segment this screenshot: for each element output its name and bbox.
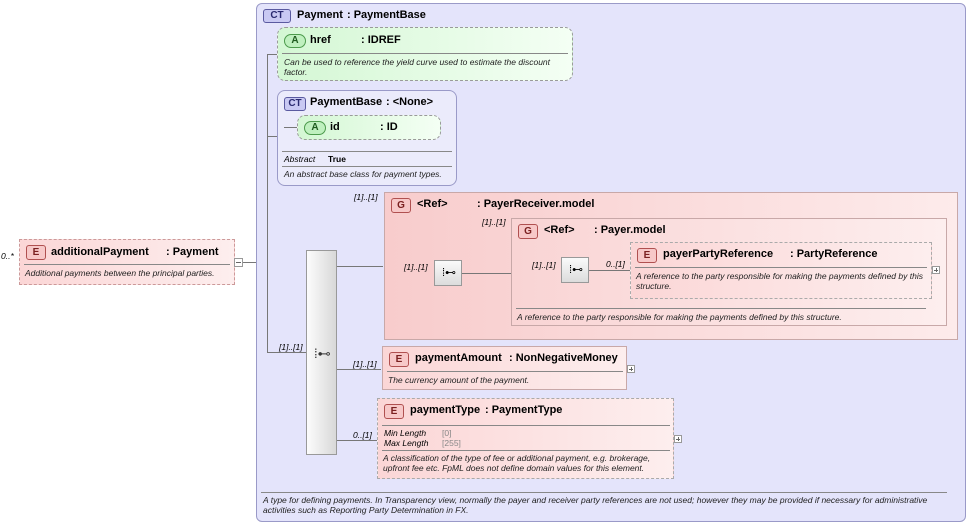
element-badge: E (389, 352, 409, 367)
expand-toggle[interactable] (674, 435, 682, 443)
connector (267, 54, 279, 55)
payer-seq-occurrence: [1]..[1] (532, 260, 556, 270)
expand-toggle[interactable] (932, 266, 940, 274)
connector (337, 369, 381, 370)
root-occurrence: 0..* (1, 251, 14, 261)
element-payer-party-ref-box[interactable]: E payerPartyReference : PartyReference A… (630, 242, 932, 299)
attribute-href-doc: Can be used to reference the yield curve… (284, 57, 551, 77)
max-length-label: Max Length (384, 438, 429, 448)
sequence-occurrence: [1]..[1] (279, 342, 303, 352)
element-payment-type-box[interactable]: E paymentType : PaymentType Min Length [… (377, 398, 674, 479)
root-element-box[interactable]: E additionalPayment : Payment Additional… (19, 239, 235, 285)
attribute-href-type: : IDREF (361, 34, 401, 46)
sequence-icon: ⁞⊷ (314, 346, 331, 361)
attribute-id-box[interactable]: A id : ID (297, 115, 441, 140)
connector (267, 352, 307, 353)
attribute-href-name: href (310, 34, 331, 46)
group-badge: G (518, 224, 538, 239)
root-element-doc: Additional payments between the principa… (25, 268, 215, 278)
payer-party-ref-type: : PartyReference (790, 248, 878, 260)
separator (282, 151, 452, 152)
payer-occurrence: [1]..[1] (482, 217, 506, 227)
paymentbase-doc: An abstract base class for payment types… (284, 169, 442, 179)
complex-type-name: Payment (297, 9, 343, 21)
min-length-value: [0] (442, 428, 452, 438)
payer-doc: A reference to the party responsible for… (517, 312, 842, 322)
attribute-href-box[interactable]: A href : IDREF Can be used to reference … (277, 27, 573, 81)
payer-name: <Ref> (544, 224, 575, 236)
connector (243, 262, 267, 263)
connector (337, 440, 377, 441)
payment-type-doc: A classification of the type of fee or a… (383, 453, 651, 473)
separator (516, 308, 926, 309)
complex-type-badge: CT (284, 97, 306, 111)
connector (284, 127, 298, 128)
element-badge: E (384, 404, 404, 419)
attribute-badge: A (284, 34, 306, 48)
element-badge: E (637, 248, 657, 263)
separator (282, 53, 568, 54)
group-badge: G (391, 198, 411, 213)
abstract-value: True (328, 154, 346, 164)
min-length-label: Min Length (384, 428, 427, 438)
payer-receiver-sequence[interactable]: ⁞⊷ (434, 260, 462, 286)
payment-amount-occurrence: [1]..[1] (353, 359, 377, 369)
sequence-icon: ⁞⊷ (442, 267, 457, 279)
connector (462, 273, 512, 274)
attribute-id-name: id (330, 121, 340, 133)
separator (382, 450, 670, 451)
payment-amount-name: paymentAmount (415, 352, 502, 364)
payer-receiver-seq-occurrence: [1]..[1] (404, 262, 428, 272)
complex-type-badge: CT (263, 9, 291, 23)
payment-amount-doc: The currency amount of the payment. (388, 375, 530, 385)
payer-party-ref-doc: A reference to the party responsible for… (636, 271, 923, 291)
payment-type-type: : PaymentType (485, 404, 563, 416)
payer-type: : Payer.model (594, 224, 666, 236)
paymentbase-type: : <None> (386, 96, 434, 108)
collapse-toggle[interactable] (234, 258, 243, 267)
root-element-name: additionalPayment (51, 246, 149, 258)
payer-party-ref-name: payerPartyReference (663, 248, 774, 260)
payer-receiver-name: <Ref> (417, 198, 448, 210)
complex-type-type: : PaymentBase (347, 9, 426, 21)
root-element-type: : Payment (166, 246, 219, 258)
separator (24, 264, 230, 265)
separator (261, 492, 947, 493)
max-length-value: [255] (442, 438, 461, 448)
payer-receiver-occurrence: [1]..[1] (354, 192, 378, 202)
connector (337, 266, 383, 267)
payer-sequence[interactable]: ⁞⊷ (561, 257, 589, 283)
connector (267, 136, 279, 137)
separator (382, 425, 670, 426)
payment-type-occurrence: 0..[1] (353, 430, 372, 440)
payment-type-name: paymentType (410, 404, 481, 416)
connector (267, 54, 268, 352)
expand-toggle[interactable] (627, 365, 635, 373)
attribute-badge: A (304, 121, 326, 135)
separator (282, 166, 452, 167)
abstract-label: Abstract (284, 154, 316, 164)
payer-receiver-type: : PayerReceiver.model (477, 198, 595, 210)
attribute-id-type: : ID (380, 121, 398, 133)
separator (635, 267, 927, 268)
sequence-compositor[interactable]: ⁞⊷ (306, 250, 337, 455)
element-badge: E (26, 245, 46, 260)
payer-party-ref-occurrence: 0..[1] (606, 259, 625, 269)
sequence-icon: ⁞⊷ (569, 264, 584, 276)
element-payment-amount-box[interactable]: E paymentAmount : NonNegativeMoney The c… (382, 346, 627, 390)
payment-amount-type: : NonNegativeMoney (509, 352, 618, 364)
connector (589, 270, 631, 271)
complex-type-doc: A type for defining payments. In Transpa… (263, 495, 928, 515)
paymentbase-name: PaymentBase (310, 96, 383, 108)
separator (387, 371, 623, 372)
